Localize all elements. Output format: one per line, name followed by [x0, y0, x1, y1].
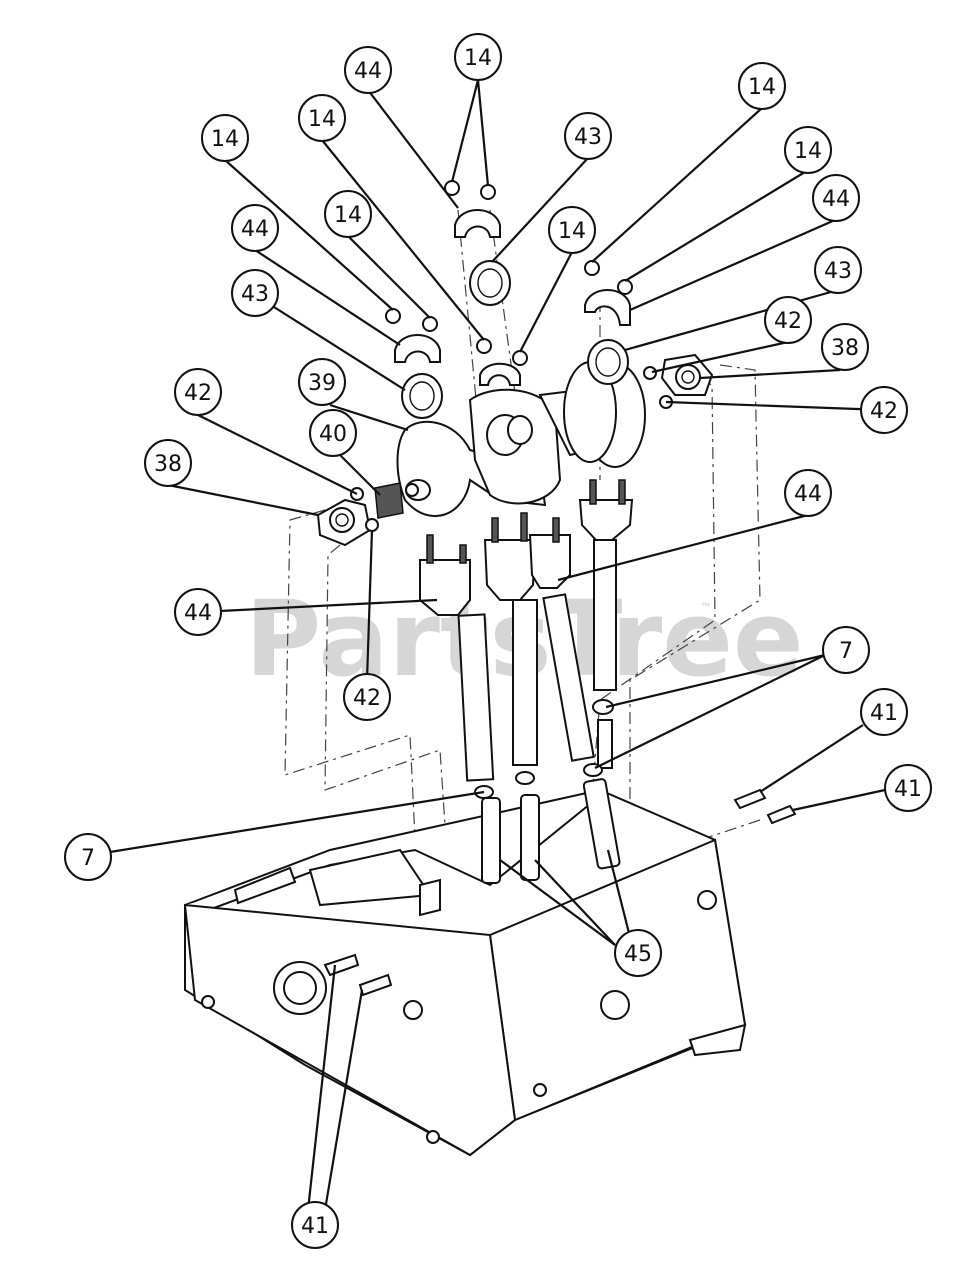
callout-42-right-upper: 42	[764, 296, 812, 344]
svg-text:42: 42	[353, 686, 381, 711]
svg-text:43: 43	[824, 259, 852, 284]
cam-shaft-assembly	[374, 361, 646, 519]
callout-14-right-top: 14	[738, 62, 786, 110]
callout-7-left: 7	[64, 833, 112, 881]
callout-14-center: 14	[548, 206, 596, 254]
svg-text:44: 44	[354, 59, 382, 84]
svg-text:42: 42	[774, 309, 802, 334]
svg-text:43: 43	[574, 125, 602, 150]
svg-text:41: 41	[301, 1214, 329, 1239]
svg-text:14: 14	[794, 139, 822, 164]
callout-42-left-upper: 42	[174, 368, 222, 416]
svg-text:7: 7	[81, 846, 95, 871]
svg-text:41: 41	[894, 777, 922, 802]
callout-7-right: 7	[822, 626, 870, 674]
callout-45: 45	[614, 929, 662, 977]
svg-text:14: 14	[558, 219, 586, 244]
svg-text:41: 41	[870, 701, 898, 726]
callout-14-center-left: 14	[324, 190, 372, 238]
svg-text:14: 14	[748, 75, 776, 100]
callout-44-right-lower: 44	[784, 469, 832, 517]
leader-lines	[109, 79, 886, 1211]
callout-41-bottom: 41	[291, 1201, 339, 1249]
callout-43-top: 43	[564, 112, 612, 160]
svg-text:14: 14	[308, 107, 336, 132]
callout-40: 40	[309, 409, 357, 457]
svg-text:7: 7	[839, 639, 853, 664]
svg-text:42: 42	[870, 399, 898, 424]
callout-38-left: 38	[144, 439, 192, 487]
svg-text:14: 14	[211, 127, 239, 152]
watermark-trademark: ™	[700, 601, 712, 615]
svg-text:44: 44	[794, 482, 822, 507]
callout-43-left: 43	[231, 269, 279, 317]
svg-text:39: 39	[308, 371, 336, 396]
callout-42-left-lower: 42	[343, 673, 391, 721]
callout-43-right: 43	[814, 246, 862, 294]
lower-lever-mounts	[419, 479, 634, 616]
flange-bearings	[316, 353, 714, 547]
control-tower-frame	[183, 788, 747, 1157]
callout-14-right: 14	[784, 126, 832, 174]
svg-text:43: 43	[241, 282, 269, 307]
bushings	[401, 260, 629, 419]
callouts: 14 44 14 43 14 14 14 44 14 14 44 43 43 4…	[64, 33, 932, 1249]
svg-text:38: 38	[154, 452, 182, 477]
svg-text:14: 14	[464, 46, 492, 71]
callout-44-left-lower: 44	[174, 588, 222, 636]
svg-text:45: 45	[624, 942, 652, 967]
callout-44-upper: 44	[344, 46, 392, 94]
callout-41-right-upper: 41	[860, 688, 908, 736]
svg-text:44: 44	[184, 601, 212, 626]
svg-text:40: 40	[319, 422, 347, 447]
svg-text:14: 14	[334, 203, 362, 228]
callout-14-top: 14	[454, 33, 502, 81]
callout-41-right-lower: 41	[884, 764, 932, 812]
callout-39: 39	[298, 358, 346, 406]
callout-44-right: 44	[812, 174, 860, 222]
upper-saddle-clamps	[394, 209, 631, 386]
callout-14-left: 14	[201, 114, 249, 162]
svg-text:38: 38	[831, 336, 859, 361]
control-rods	[457, 539, 617, 782]
svg-text:44: 44	[241, 217, 269, 242]
callout-44-left: 44	[231, 204, 279, 252]
svg-text:42: 42	[184, 381, 212, 406]
svg-text:44: 44	[822, 187, 850, 212]
callout-38-right: 38	[821, 323, 869, 371]
callout-14-left-upper: 14	[298, 94, 346, 142]
callout-42-right-lower: 42	[860, 386, 908, 434]
